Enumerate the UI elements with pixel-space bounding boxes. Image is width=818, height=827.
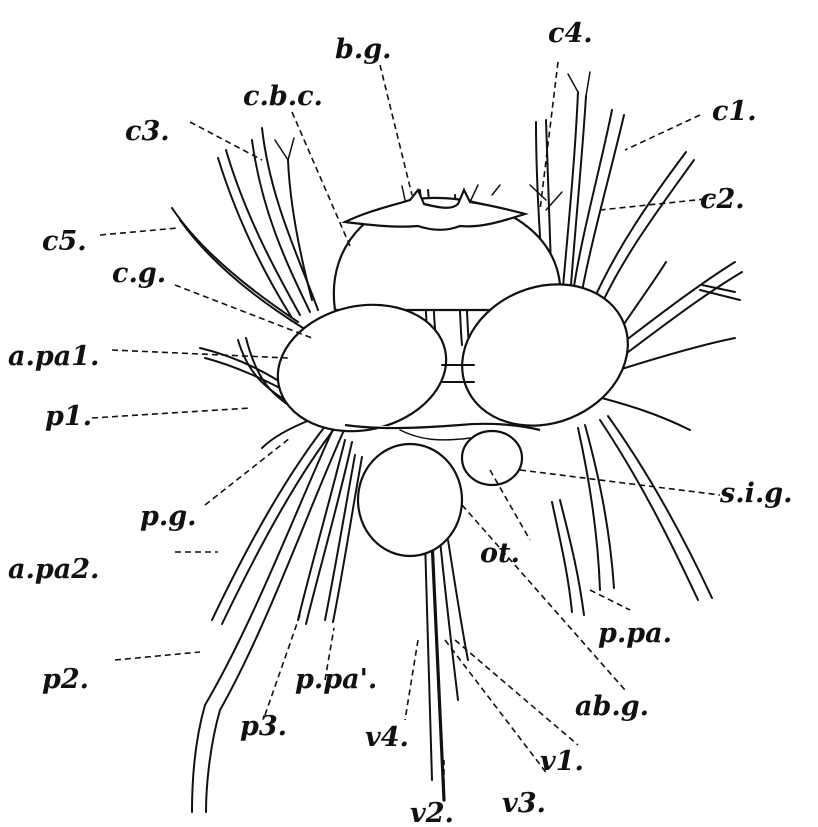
left-cerebral-ganglion (266, 290, 458, 447)
label-p1: p1. (45, 401, 92, 432)
label-v4: v4. (365, 722, 409, 753)
label-bg: b.g. (335, 34, 392, 65)
label-p3: p3. (240, 711, 287, 742)
label-c5: c5. (42, 226, 87, 257)
label-apa1: a.pa1. (8, 341, 99, 372)
label-sig: s.i.g. (719, 478, 793, 509)
label-v2: v2. (410, 798, 454, 827)
label-c3: c3. (125, 116, 170, 147)
label-v3: v3. (502, 788, 546, 819)
nerve-strands (172, 72, 742, 812)
label-apa2: a.pa2. (8, 554, 99, 585)
label-ppa: p.pa. (598, 618, 672, 649)
label-c4: c4. (548, 18, 593, 49)
label-p2: p2. (42, 664, 89, 695)
label-c2: c2. (700, 184, 745, 215)
label-ppa-prime: p.pa'. (295, 664, 377, 695)
otocyst (462, 431, 522, 485)
label-abg: ab.g. (575, 691, 649, 722)
label-v1: v1. (540, 746, 584, 777)
label-cbc: c.b.c. (243, 81, 323, 112)
abdominal-ganglion (358, 444, 462, 556)
label-pg: p.g. (140, 501, 197, 532)
label-c1: c1. (712, 96, 757, 127)
label-ot: ot. (480, 538, 520, 569)
label-cg: c.g. (112, 258, 166, 289)
